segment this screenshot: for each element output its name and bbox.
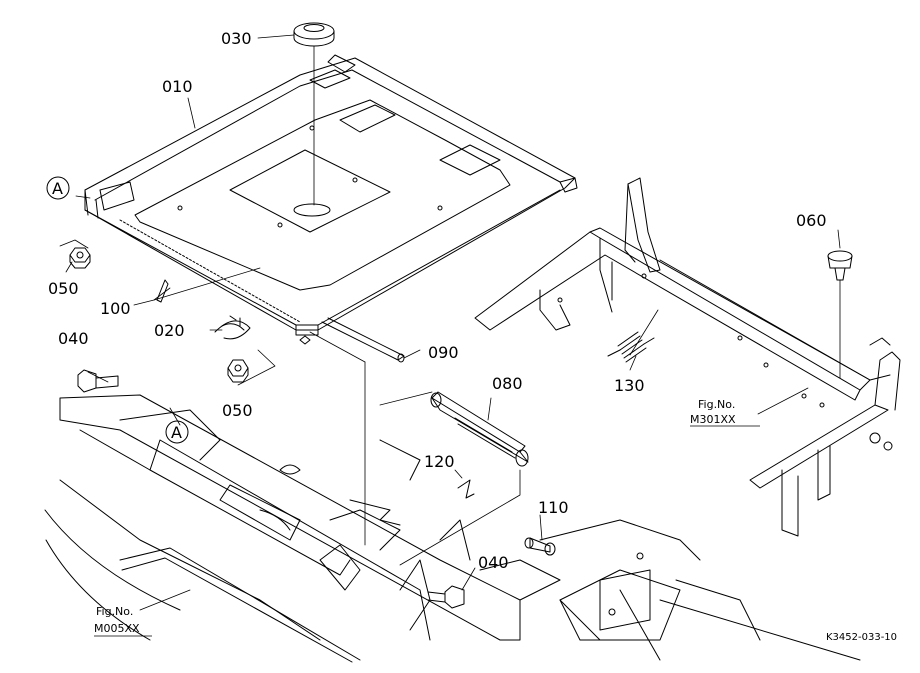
bolt-right <box>427 585 465 609</box>
svg-text:010: 010 <box>162 77 193 96</box>
callout-040-right[interactable]: 040 <box>478 553 509 572</box>
pin-090 <box>321 317 405 363</box>
circle-ref-a-top-label: A <box>52 179 63 198</box>
svg-text:030: 030 <box>221 29 252 48</box>
callout-130[interactable]: 130 <box>614 376 645 395</box>
svg-text:040: 040 <box>58 329 89 348</box>
plug-060 <box>827 250 853 379</box>
slide-rail-080 <box>430 391 529 467</box>
fig-ref-m301[interactable]: Fig.No. M301XX <box>690 398 760 427</box>
nut-center <box>227 359 249 383</box>
svg-text:130: 130 <box>614 376 645 395</box>
seat-base-plate <box>84 54 578 345</box>
bolt-left <box>77 369 119 393</box>
callout-100[interactable]: 100 <box>100 299 131 318</box>
nut-left <box>69 247 91 269</box>
callout-050-center[interactable]: 050 <box>222 401 253 420</box>
svg-text:050: 050 <box>222 401 253 420</box>
svg-text:Fig.No.: Fig.No. <box>698 398 735 411</box>
fig-ref-m005[interactable]: Fig.No. M005XX <box>94 605 152 637</box>
leader-lines <box>59 34 841 611</box>
svg-text:040: 040 <box>478 553 509 572</box>
svg-text:110: 110 <box>538 498 569 517</box>
callout-050-left[interactable]: 050 <box>48 279 79 298</box>
circle-ref-a-bottom-label: A <box>171 423 182 442</box>
callout-030[interactable]: 030 <box>221 29 252 48</box>
svg-text:M005XX: M005XX <box>94 622 140 635</box>
spring-130 <box>607 331 655 363</box>
callout-040-left[interactable]: 040 <box>58 329 89 348</box>
callout-120[interactable]: 120 <box>424 452 455 471</box>
svg-text:Fig.No.: Fig.No. <box>96 605 133 618</box>
callout-020[interactable]: 020 <box>154 321 185 340</box>
svg-text:100: 100 <box>100 299 131 318</box>
circle-ref-a-top <box>46 176 70 200</box>
drawing-id: K3452-033-10 <box>826 632 897 643</box>
cushion-ring <box>293 22 335 206</box>
svg-text:060: 060 <box>796 211 827 230</box>
svg-text:120: 120 <box>424 452 455 471</box>
svg-text:090: 090 <box>428 343 459 362</box>
callout-090[interactable]: 090 <box>428 343 459 362</box>
callout-080[interactable]: 080 <box>492 374 523 393</box>
svg-text:080: 080 <box>492 374 523 393</box>
svg-text:020: 020 <box>154 321 185 340</box>
spring-pin-100 <box>156 279 169 303</box>
svg-text:M301XX: M301XX <box>690 413 736 426</box>
callout-010[interactable]: 010 <box>162 77 193 96</box>
callout-110[interactable]: 110 <box>538 498 569 517</box>
pin-120 <box>457 479 475 499</box>
clip-020 <box>214 315 251 340</box>
frame-m005 <box>44 394 861 663</box>
pin-110 <box>524 537 556 556</box>
callout-060[interactable]: 060 <box>796 211 827 230</box>
svg-text:050: 050 <box>48 279 79 298</box>
frame-m301 <box>474 177 901 537</box>
circle-ref-a-bottom <box>165 420 189 444</box>
